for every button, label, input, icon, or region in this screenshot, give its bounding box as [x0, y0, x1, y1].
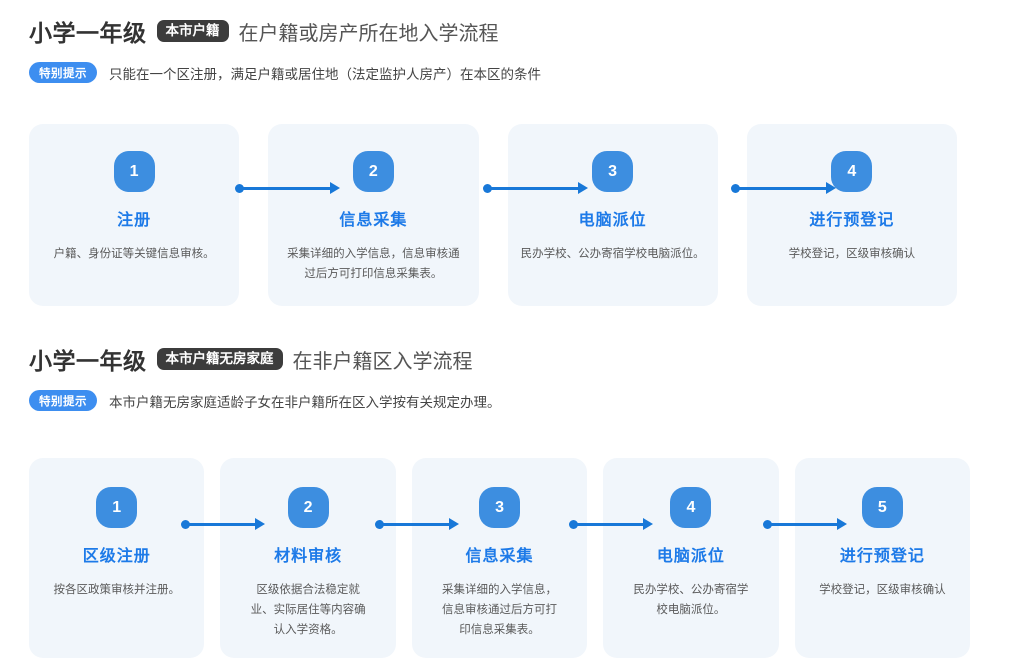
section-1-title-rest: 在户籍或房产所在地入学流程 [238, 22, 499, 45]
flow-step-card[interactable]: 5 进行预登记 学校登记，区级审核确认 [794, 458, 971, 658]
section-1-grade-label: 小学一年级 [29, 20, 147, 46]
flow-step-card[interactable]: 4 进行预登记 学校登记，区级审核确认 [746, 124, 957, 306]
step-number-badge: 5 [861, 487, 903, 528]
section-local-household: 小学一年级 本市户籍 在户籍或房产所在地入学流程 特别提示 只能在一个区注册，满… [0, 14, 1015, 83]
flow-row-2: 1 区级注册 按各区政策审核并注册。 2 材料审核 区级依据合法稳定就业、实际居… [29, 458, 986, 658]
step-description: 采集详细的入学信息，信息审核通过后方可打印信息采集表。 [442, 584, 558, 637]
section-1-tip-badge: 特别提示 [29, 62, 97, 83]
step-title: 进行预登记 [809, 212, 895, 229]
section-2-tip-text: 本市户籍无房家庭适龄子女在非户籍所在区入学按有关规定办理。 [109, 394, 501, 410]
section-2-title: 小学一年级 本市户籍无房家庭 在非户籍区入学流程 [0, 342, 1015, 376]
step-title: 注册 [117, 212, 152, 229]
flow-step-card[interactable]: 2 材料审核 区级依据合法稳定就业、实际居住等内容确认入学资格。 [220, 458, 396, 658]
step-number-badge: 3 [592, 151, 634, 192]
step-description: 学校登记，区级审核确认 [819, 584, 946, 596]
section-2-note: 特别提示 本市户籍无房家庭适龄子女在非户籍所在区入学按有关规定办理。 [0, 390, 1015, 411]
step-title: 材料审核 [274, 548, 343, 565]
step-description: 按各区政策审核并注册。 [53, 584, 180, 596]
flow-step-card[interactable]: 4 电脑派位 民办学校、公办寄宿学校电脑派位。 [603, 458, 779, 658]
flow-step-card[interactable]: 2 信息采集 采集详细的入学信息，信息审核通过后方可打印信息采集表。 [268, 124, 479, 306]
step-number-badge: 4 [670, 487, 712, 528]
step-description: 学校登记，区级审核确认 [788, 248, 916, 260]
step-number-badge: 1 [96, 487, 138, 528]
step-title: 电脑派位 [656, 548, 725, 565]
step-description: 民办学校、公办寄宿学校电脑派位。 [520, 248, 705, 260]
step-number-badge: 2 [287, 487, 329, 528]
flow-step-card[interactable]: 3 信息采集 采集详细的入学信息，信息审核通过后方可打印信息采集表。 [411, 458, 588, 658]
section-no-housing-family: 小学一年级 本市户籍无房家庭 在非户籍区入学流程 特别提示 本市户籍无房家庭适龄… [0, 342, 1015, 411]
section-2-grade-label: 小学一年级 [29, 348, 147, 374]
step-number-badge: 1 [113, 151, 155, 192]
step-title: 进行预登记 [839, 548, 925, 565]
step-number-badge: 4 [831, 151, 873, 192]
section-1-note: 特别提示 只能在一个区注册，满足户籍或居住地（法定监护人房产）在本区的条件 [0, 62, 1015, 83]
flow-step-card[interactable]: 1 区级注册 按各区政策审核并注册。 [29, 458, 205, 658]
section-2-title-rest: 在非户籍区入学流程 [292, 350, 473, 373]
step-description: 采集详细的入学信息，信息审核通过后方可打印信息采集表。 [287, 248, 460, 281]
section-2-tip-badge: 特别提示 [29, 390, 97, 411]
step-number-badge: 3 [479, 487, 521, 528]
step-title: 信息采集 [339, 212, 408, 229]
step-number-badge: 2 [352, 151, 394, 192]
step-title: 区级注册 [82, 548, 151, 565]
step-title: 信息采集 [465, 548, 534, 565]
flow-step-card[interactable]: 1 注册 户籍、身份证等关键信息审核。 [29, 124, 240, 306]
step-title: 电脑派位 [578, 212, 647, 229]
flow-step-card[interactable]: 3 电脑派位 民办学校、公办寄宿学校电脑派位。 [507, 124, 718, 306]
flow-row-1: 1 注册 户籍、身份证等关键信息审核。 2 信息采集 采集详细的入学信息，信息审… [29, 124, 986, 306]
section-1-category-chip: 本市户籍 [156, 19, 229, 43]
section-1-tip-text: 只能在一个区注册，满足户籍或居住地（法定监护人房产）在本区的条件 [109, 66, 541, 82]
arrow-dot [731, 183, 740, 193]
step-description: 区级依据合法稳定就业、实际居住等内容确认入学资格。 [250, 584, 366, 637]
section-1-title: 小学一年级 本市户籍 在户籍或房产所在地入学流程 [0, 14, 1015, 48]
section-2-category-chip: 本市户籍无房家庭 [156, 347, 283, 371]
arrow-dot [483, 183, 492, 193]
step-description: 户籍、身份证等关键信息审核。 [53, 248, 215, 260]
step-description: 民办学校、公办寄宿学校电脑派位。 [633, 584, 749, 617]
